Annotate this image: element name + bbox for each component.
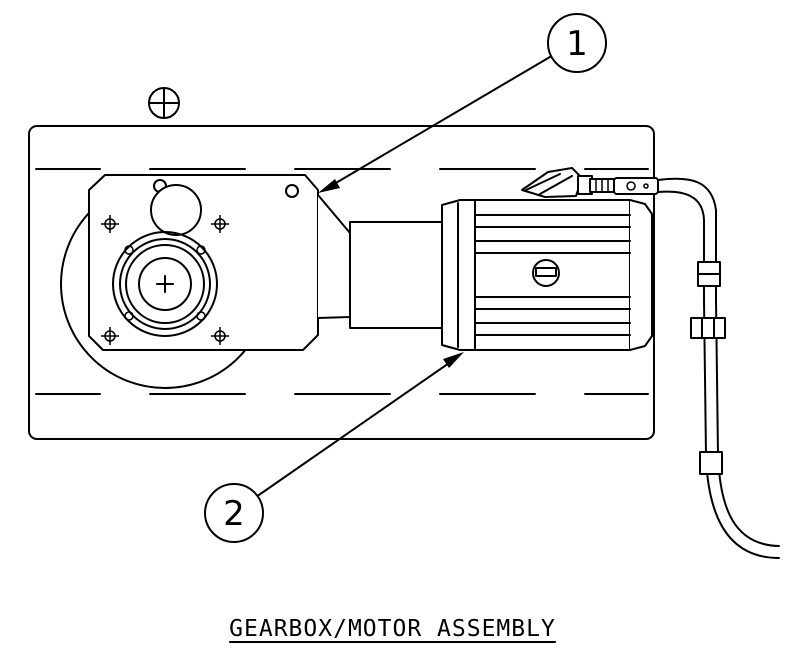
cable-gland xyxy=(577,175,659,195)
mounting-hole-icon xyxy=(101,327,119,345)
breather-plug xyxy=(150,184,202,236)
motor-nameplate xyxy=(532,259,560,287)
motor-terminal-box xyxy=(521,167,583,198)
leader-line-2 xyxy=(255,352,464,498)
gearbox xyxy=(88,174,319,351)
center-cross-icon xyxy=(156,275,174,293)
gearbox-adapter xyxy=(317,194,351,319)
drawing-title-text: GEARBOX/MOTOR ASSEMBLY xyxy=(229,616,556,642)
leader-line-1 xyxy=(318,53,556,193)
flexible-hose xyxy=(657,177,780,559)
motor-cooling-fins xyxy=(474,214,631,336)
mounting-hole-icon xyxy=(211,215,229,233)
bolt-hole-icon xyxy=(285,184,299,198)
coupling-housing xyxy=(349,221,443,329)
drawing-title: GEARBOX/MOTOR ASSEMBLY xyxy=(0,616,785,642)
motor xyxy=(441,167,653,351)
callout-2-label: 2 xyxy=(223,494,245,534)
mounting-hole-icon xyxy=(101,215,119,233)
callout-1-label: 1 xyxy=(566,24,588,64)
callout-1: 1 xyxy=(547,13,607,73)
callout-2: 2 xyxy=(204,483,264,543)
base-plate xyxy=(28,125,655,440)
mounting-hole-icon xyxy=(211,327,229,345)
registration-cross-icon xyxy=(148,87,180,119)
